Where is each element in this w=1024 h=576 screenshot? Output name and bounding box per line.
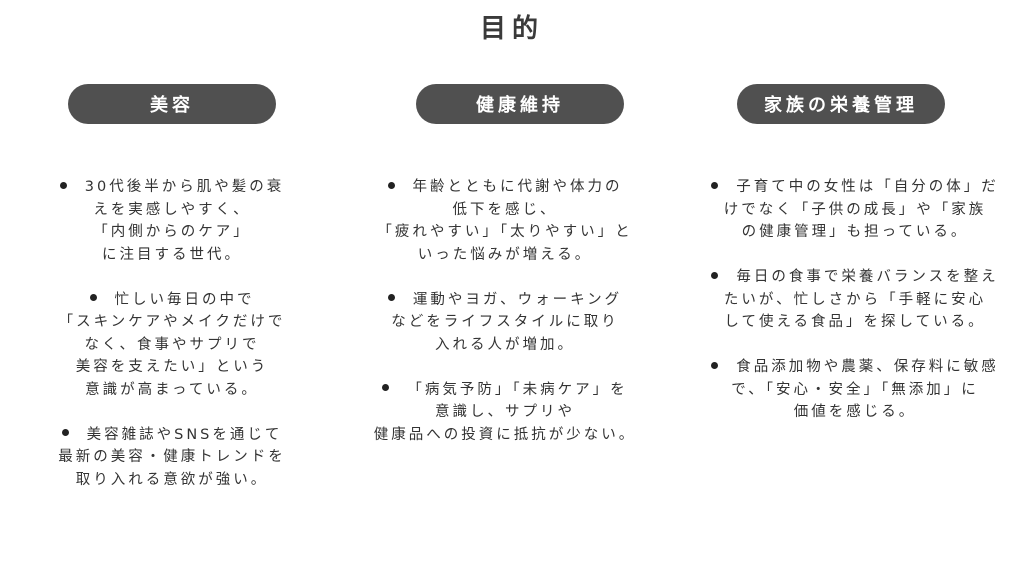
bullet-line: たいが、忙しさから「手軽に安心	[690, 289, 1020, 312]
bullet-item: 「病気予防」「未病ケア」を意識し、サプリや健康品への投資に抵抗が少ない。	[345, 379, 665, 447]
bullet-line: 「病気予防」「未病ケア」を	[345, 379, 665, 402]
bullet-line: けでなく「子供の成長」や「家族	[690, 199, 1020, 222]
column-family-nutrition: 子育て中の女性は「自分の体」だけでなく「子供の成長」や「家族の健康管理」も担って…	[690, 176, 1020, 446]
bullet-item: 忙しい毎日の中で「スキンケアやメイクだけでなく、食事やサプリで美容を支えたい」と…	[22, 289, 322, 402]
bullet-text: いった悩みが増える。	[417, 246, 593, 263]
bullet-dot-icon	[711, 181, 719, 189]
bullet-line: に注目する世代。	[22, 244, 322, 267]
bullet-text: けでなく「子供の成長」や「家族	[723, 201, 987, 218]
bullet-line: 年齢とともに代謝や体力の	[345, 176, 665, 199]
bullet-text: 低下を感じ、	[452, 201, 558, 218]
column-beauty: 30代後半から肌や髪の衰えを実感しやすく、「内側からのケア」に注目する世代。忙し…	[22, 176, 322, 514]
bullet-text: 食品添加物や農薬、保存料に敏感	[736, 359, 999, 375]
bullet-text: 毎日の食事で栄養バランスを整え	[736, 269, 999, 285]
bullet-line: 価値を感じる。	[690, 401, 1020, 424]
bullet-item: 運動やヨガ、ウォーキングなどをライフスタイルに取り入れる人が増加。	[345, 289, 665, 357]
bullet-dot-icon	[387, 181, 395, 189]
bullet-text: 健康品への投資に抵抗が少ない。	[373, 426, 637, 443]
bullet-text: 意識が高まっている。	[85, 381, 259, 398]
bullet-text: 「疲れやすい」「太りやすい」と	[377, 224, 633, 240]
bullet-text: 取り入れる意欲が強い。	[75, 471, 269, 488]
bullet-line: 意識し、サプリや	[345, 401, 665, 424]
bullet-line: などをライフスタイルに取り	[345, 311, 665, 334]
bullet-dot-icon	[89, 294, 97, 301]
bullet-text: の健康管理」も担っている。	[741, 224, 969, 240]
bullet-text: 子育て中の女性は「自分の体」だ	[736, 179, 999, 195]
bullet-text: 価値を感じる。	[793, 404, 917, 420]
bullet-dot-icon	[711, 271, 719, 279]
page-title: 目的	[479, 14, 544, 44]
bullet-dot-icon	[711, 361, 719, 369]
bullet-item: 食品添加物や農薬、保存料に敏感で、「安心・安全」「無添加」に価値を感じる。	[690, 356, 1020, 424]
bullet-item: 毎日の食事で栄養バランスを整えたいが、忙しさから「手軽に安心して使える食品」を探…	[690, 266, 1020, 334]
bullet-text: 美容を支えたい」という	[75, 359, 269, 375]
bullet-text: 忙しい毎日の中で	[114, 291, 255, 308]
bullet-line: 低下を感じ、	[345, 199, 665, 222]
bullet-line: えを実感しやすく、	[22, 199, 322, 222]
bullet-line: して使える食品」を探している。	[690, 311, 1020, 334]
bullet-line: 毎日の食事で栄養バランスを整え	[690, 266, 1020, 289]
bullet-text: して使える食品」を探している。	[724, 314, 986, 330]
bullet-item: 年齢とともに代謝や体力の低下を感じ、「疲れやすい」「太りやすい」といった悩みが増…	[345, 176, 665, 266]
bullet-line: 30代後半から肌や髪の衰	[22, 176, 322, 199]
bullet-text: 30代後半から肌や髪の衰	[84, 179, 285, 195]
column-health: 年齢とともに代謝や体力の低下を感じ、「疲れやすい」「太りやすい」といった悩みが増…	[345, 176, 665, 469]
bullet-text: 美容雑誌やSNSを通じて	[86, 426, 283, 443]
bullet-line: 意識が高まっている。	[22, 379, 322, 402]
bullet-dot-icon	[59, 181, 67, 189]
bullet-text: などをライフスタイルに取り	[391, 314, 619, 330]
bullet-text: たいが、忙しさから「手軽に安心	[723, 291, 987, 308]
bullet-text: 入れる人が増加。	[435, 336, 575, 353]
bullet-line: 最新の美容・健康トレンドを	[22, 446, 322, 469]
bullet-text: えを実感しやすく、	[93, 201, 251, 218]
bullet-line: 「内側からのケア」	[22, 221, 322, 244]
bullet-text: 「内側からのケア」	[93, 224, 251, 240]
bullet-line: 美容雑誌やSNSを通じて	[22, 424, 322, 447]
bullet-line: 美容を支えたい」という	[22, 356, 322, 379]
bullet-text: で、「安心・安全」「無添加」に	[731, 381, 979, 398]
bullet-item: 美容雑誌やSNSを通じて最新の美容・健康トレンドを取り入れる意欲が強い。	[22, 424, 322, 492]
bullet-line: なく、食事やサプリで	[22, 334, 322, 357]
bullet-text: 「病気予防」「未病ケア」を	[407, 381, 628, 398]
bullet-line: 子育て中の女性は「自分の体」だ	[690, 176, 1020, 199]
bullet-line: 忙しい毎日の中で	[22, 289, 322, 312]
bullet-line: 健康品への投資に抵抗が少ない。	[345, 424, 665, 447]
bullet-line: 「疲れやすい」「太りやすい」と	[345, 221, 665, 244]
bullet-text: 年齢とともに代謝や体力の	[412, 179, 623, 195]
bullet-text: 運動やヨガ、ウォーキング	[412, 291, 623, 308]
heading-family-nutrition: 家族の栄養管理	[737, 84, 945, 124]
heading-health: 健康維持	[416, 84, 624, 124]
bullet-line: 運動やヨガ、ウォーキング	[345, 289, 665, 312]
heading-beauty: 美容	[68, 84, 276, 124]
bullet-line: で、「安心・安全」「無添加」に	[690, 379, 1020, 402]
bullet-text: 「スキンケアやメイクだけで	[58, 314, 286, 330]
bullet-line: 入れる人が増加。	[345, 334, 665, 357]
bullet-text: 最新の美容・健康トレンドを	[58, 449, 286, 465]
bullet-line: いった悩みが増える。	[345, 244, 665, 267]
bullet-text: 意識し、サプリや	[435, 404, 575, 420]
bullet-line: の健康管理」も担っている。	[690, 221, 1020, 244]
bullet-dot-icon	[382, 384, 390, 391]
bullet-line: 「スキンケアやメイクだけで	[22, 311, 322, 334]
bullet-dot-icon	[61, 429, 69, 436]
bullet-text: に注目する世代。	[102, 246, 242, 263]
bullet-line: 取り入れる意欲が強い。	[22, 469, 322, 492]
bullet-item: 30代後半から肌や髪の衰えを実感しやすく、「内側からのケア」に注目する世代。	[22, 176, 322, 266]
bullet-line: 食品添加物や農薬、保存料に敏感	[690, 356, 1020, 379]
bullet-item: 子育て中の女性は「自分の体」だけでなく「子供の成長」や「家族の健康管理」も担って…	[690, 176, 1020, 244]
bullet-dot-icon	[387, 294, 395, 301]
bullet-text: なく、食事やサプリで	[84, 336, 260, 353]
